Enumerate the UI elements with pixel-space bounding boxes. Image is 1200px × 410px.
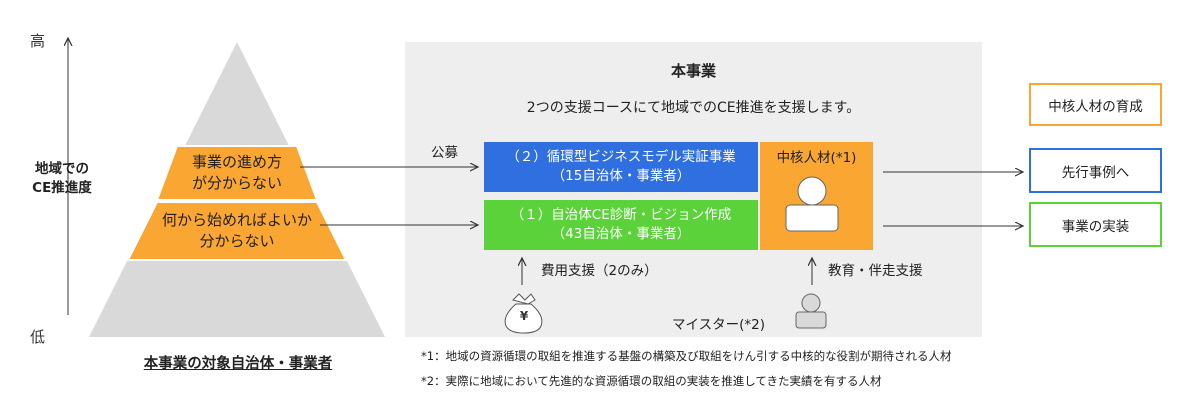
level-lower-line2: 分からない bbox=[199, 232, 275, 250]
course2-count: （15自治体・事業者） bbox=[551, 168, 691, 184]
axis-high-label: 高 bbox=[30, 32, 46, 50]
axis-title-line1: 地域での bbox=[35, 161, 89, 177]
pyramid-level-upper-text: 事業の進め方 が分からない bbox=[157, 146, 317, 200]
course1-count: （43自治体・事業者） bbox=[551, 226, 691, 242]
axis-title-line2: CE推進度 bbox=[32, 180, 92, 196]
meister-body-icon bbox=[795, 311, 827, 329]
outcome-implementation: 事業の実装 bbox=[1029, 202, 1162, 247]
program-subtitle: 2つの支援コースにて地域でのCE推進を支援します。 bbox=[526, 100, 861, 116]
level-upper-line2: が分からない bbox=[191, 174, 282, 192]
outcome-training: 中核人材の育成 bbox=[1029, 83, 1162, 126]
core-person-body-icon bbox=[785, 204, 839, 232]
education-label: 教育・伴走支援 bbox=[828, 263, 923, 279]
yen-icon: ¥ bbox=[519, 309, 529, 323]
pyramid-caption: 本事業の対象自治体・事業者 bbox=[143, 356, 333, 372]
course2-text: （２）循環型ビジネスモデル実証事業 （15自治体・事業者） bbox=[484, 142, 758, 192]
funding-label: 費用支援（2のみ） bbox=[541, 263, 658, 279]
level-lower-line1: 何から始めればよいか bbox=[161, 211, 312, 229]
recruit-label: 公募 bbox=[431, 145, 458, 161]
footnote-1: *1：地域の資源循環の取組を推進する基盤の構築及び取組をけん引する中核的な役割が… bbox=[421, 349, 952, 363]
pyramid-level-upper bbox=[155, 145, 319, 201]
pyramid-level-lower-text: 何から始めればよいか 分からない bbox=[140, 202, 334, 260]
core-person-head-icon bbox=[797, 176, 827, 206]
footnote-2: *2：実際に地域において先進的な資源循環の取組の実装を推進してきた実績を有する人… bbox=[421, 374, 882, 388]
money-bag-icon bbox=[504, 303, 543, 334]
meister-label: マイスター(*2) bbox=[672, 317, 765, 333]
pyramid-level-lower bbox=[126, 201, 348, 261]
program-title: 本事業 bbox=[670, 62, 716, 80]
outcome-precedent: 先行事例へ bbox=[1029, 148, 1162, 193]
course1-text: （１）自治体CE診断・ビジョン作成 （43自治体・事業者） bbox=[484, 200, 758, 250]
course1-box bbox=[484, 200, 758, 250]
meister-head-icon bbox=[801, 293, 821, 313]
level-upper-line1: 事業の進め方 bbox=[191, 153, 282, 171]
course1-title: （１）自治体CE診断・ビジョン作成 bbox=[510, 207, 732, 223]
course2-title: （２）循環型ビジネスモデル実証事業 bbox=[506, 149, 736, 165]
core-person-label: 中核人材(*1) bbox=[776, 150, 857, 166]
course2-box bbox=[484, 142, 758, 192]
axis-title: 地域での CE推進度 bbox=[22, 160, 102, 198]
axis-low-label: 低 bbox=[30, 328, 46, 346]
